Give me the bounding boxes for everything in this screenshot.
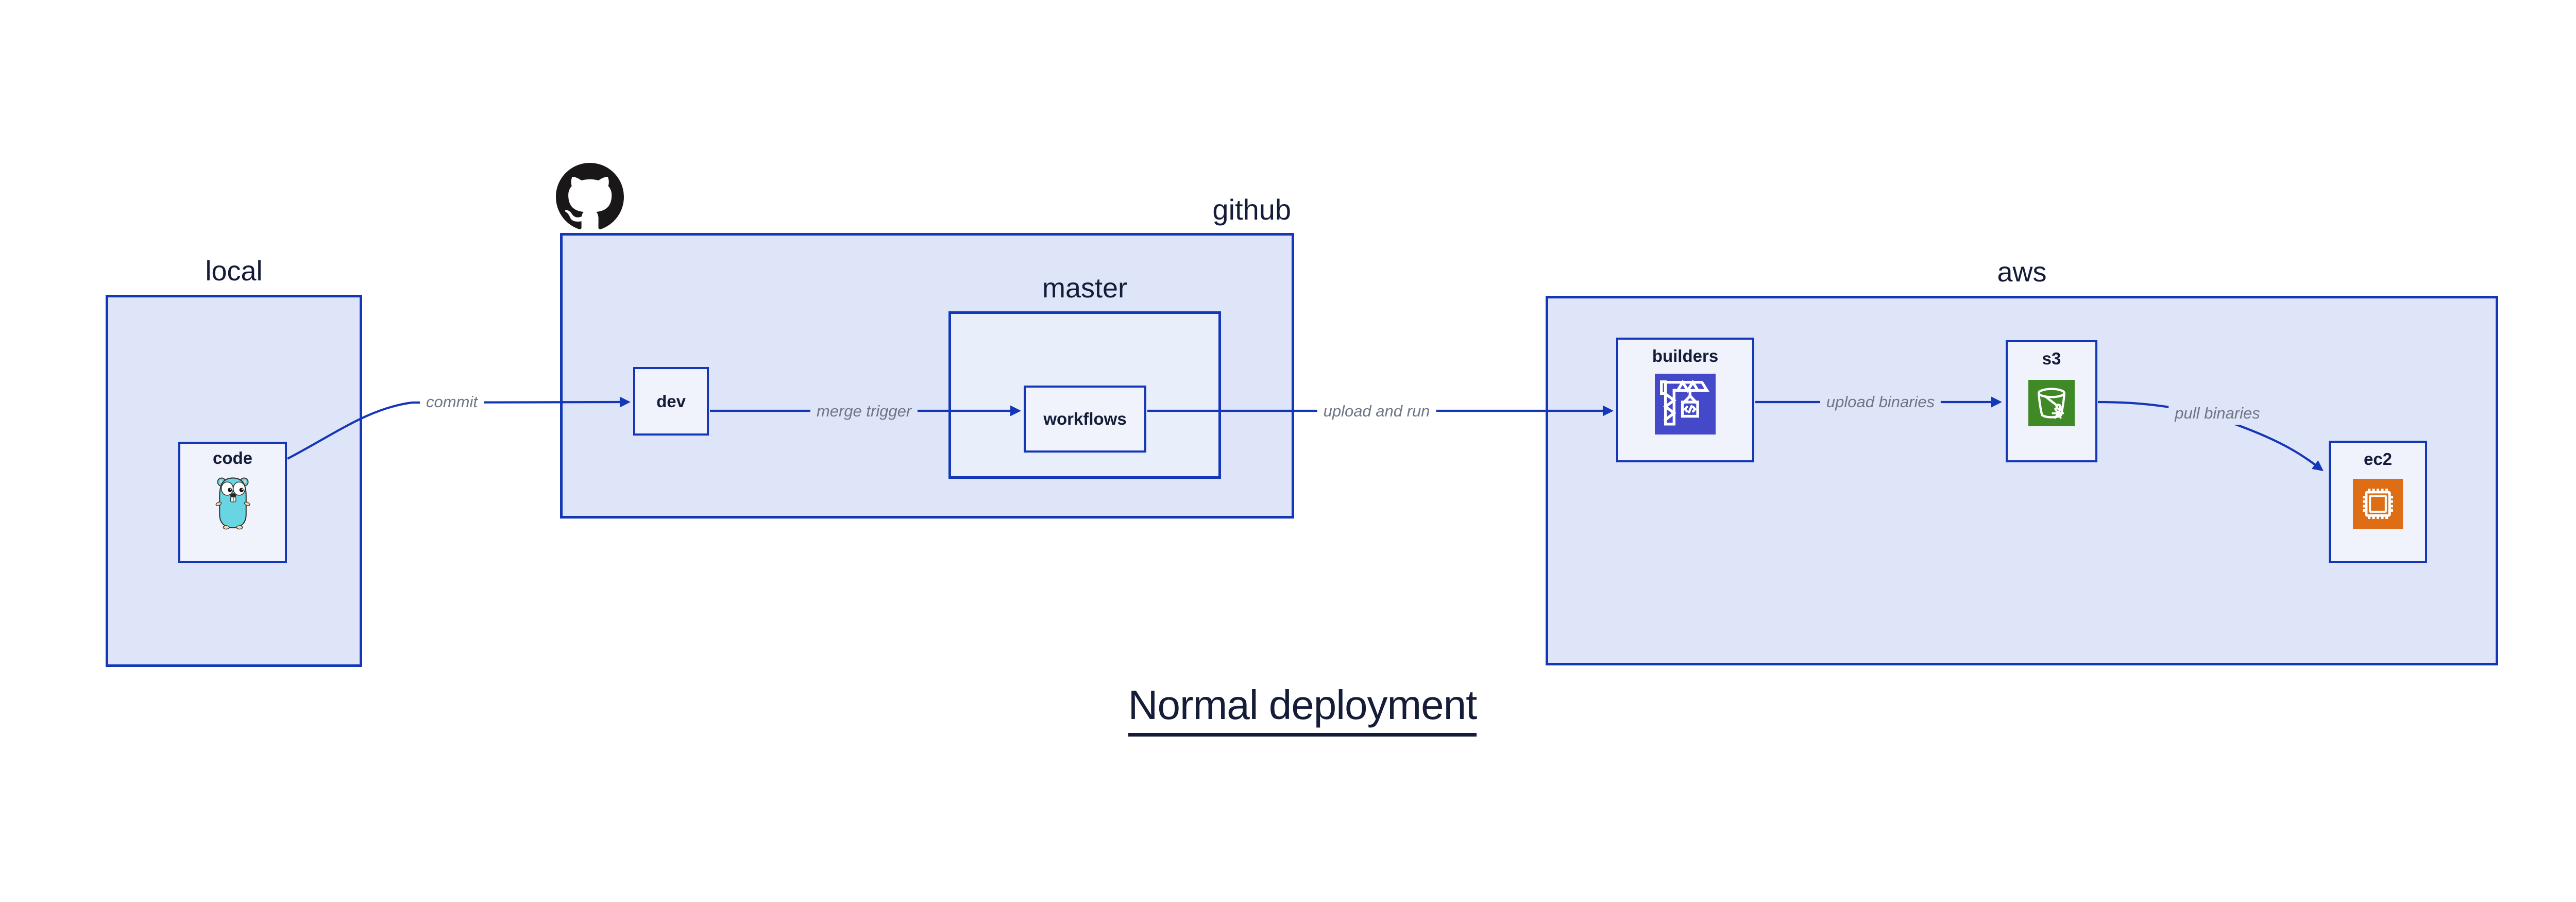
diagram-title-wrap: Normal deployment <box>1045 681 1560 737</box>
diagram-title: Normal deployment <box>1128 681 1477 737</box>
node-s3: s3 <box>2006 340 2097 462</box>
node-dev: dev <box>633 367 709 436</box>
node-builders: builders <box>1616 338 1754 462</box>
codebuild-crane-icon <box>1655 374 1716 435</box>
edge-pull-binaries-label: pull binaries <box>2168 402 2266 425</box>
go-gopher-icon <box>215 477 250 530</box>
edge-merge-trigger-label: merge trigger <box>810 400 918 423</box>
node-code-label: code <box>212 448 253 467</box>
ec2-chip-icon <box>2353 479 2403 529</box>
edge-commit-label: commit <box>420 391 484 413</box>
aws-container-label: aws <box>1997 257 2047 288</box>
edge-upload-binaries-label: upload binaries <box>1820 391 1941 413</box>
node-builders-label: builders <box>1652 346 1719 365</box>
node-s3-label: s3 <box>2042 349 2061 368</box>
edge-commit-path <box>287 396 631 460</box>
s3-bucket-snowflake-icon <box>2028 380 2075 426</box>
node-workflows-label: workflows <box>1043 409 1127 428</box>
master-subgraph-label: master <box>1042 273 1128 304</box>
local-container-label: local <box>205 256 263 287</box>
edge-upload-and-run-label: upload and run <box>1317 400 1436 423</box>
node-ec2-label: ec2 <box>2363 449 2393 469</box>
node-workflows: workflows <box>1024 386 1146 453</box>
github-container-label: github <box>1212 193 1291 226</box>
node-code: code <box>178 442 287 563</box>
node-dev-label: dev <box>656 391 686 411</box>
node-ec2: ec2 <box>2329 441 2427 563</box>
github-octocat-icon <box>556 163 624 229</box>
